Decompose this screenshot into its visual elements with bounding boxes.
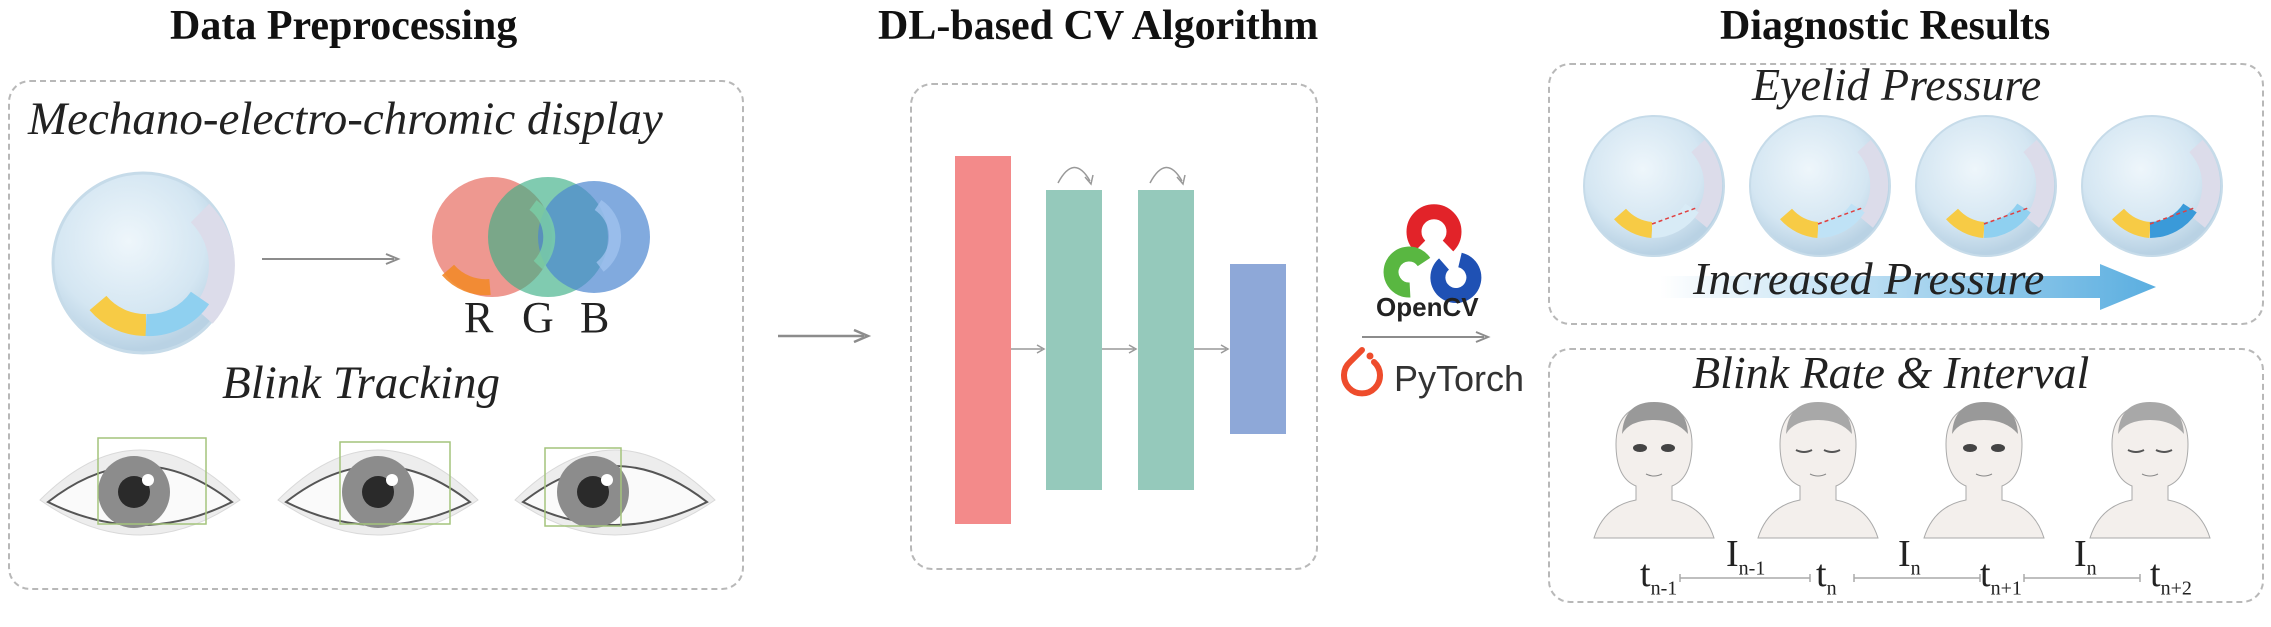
pressure-lenses [1583, 115, 2223, 257]
face-4 [2089, 402, 2211, 539]
blink-rate-label: Blink Rate & Interval [1692, 347, 2090, 398]
pressure-lens-4 [2081, 115, 2223, 257]
face-3 [1923, 402, 2045, 539]
pytorch-logo-icon [1341, 347, 1383, 397]
title-dl-cv-algorithm: DL-based CV Algorithm [878, 3, 1319, 49]
hidden-block-2 [1138, 190, 1194, 490]
eye-image-2 [277, 441, 479, 536]
pressure-panel [1548, 63, 2264, 325]
timeline-lines [1679, 574, 2141, 582]
increased-pressure-label: Increased Pressure [1693, 253, 2045, 304]
rgb-channel-circles [432, 177, 650, 297]
output-block [1230, 264, 1286, 434]
pressure-lens-2 [1749, 115, 1891, 257]
contact-lens-display [51, 171, 235, 355]
interval-label-3: In [2074, 533, 2097, 580]
face-2 [1757, 402, 1879, 539]
algorithm-panel [910, 83, 1318, 570]
eyelid-pressure-label: Eyelid Pressure [1752, 59, 2042, 110]
arrow-to-results [1362, 331, 1491, 343]
channel-label-g: G [522, 293, 554, 342]
pressure-lens-1 [1583, 115, 1725, 257]
interval-label-2: In [1898, 533, 1921, 580]
preprocessing-panel [8, 80, 744, 590]
input-block [955, 156, 1011, 524]
hidden-block-1 [1046, 190, 1102, 490]
arrow-to-algorithm [778, 328, 872, 344]
title-data-preprocessing: Data Preprocessing [170, 3, 518, 49]
channel-label-b: B [580, 293, 610, 342]
time-label-2: tn [1816, 553, 1837, 600]
time-label-1: tn-1 [1640, 553, 1678, 600]
eye-image-1 [39, 437, 241, 536]
arrow-to-rgb [262, 253, 401, 265]
title-diagnostic-results: Diagnostic Results [1720, 3, 2051, 49]
blink-tracking-label: Blink Tracking [222, 357, 501, 409]
interval-label-1: In-1 [1726, 533, 1766, 580]
display-label: Mechano-electro-chromic display [28, 93, 663, 145]
opencv-label: OpenCV [1376, 292, 1479, 322]
pytorch-label: PyTorch [1394, 358, 1525, 399]
pressure-lens-3 [1915, 115, 2057, 257]
blink-panel [1548, 348, 2264, 603]
network-diagram [955, 156, 1286, 524]
channel-label-r: R [464, 293, 494, 342]
eye-image-3 [514, 447, 716, 536]
increased-pressure-arrow [1660, 264, 2156, 310]
time-label-4: tn+2 [2150, 553, 2192, 600]
face-1 [1593, 402, 1715, 539]
opencv-logo-icon [1383, 204, 1482, 303]
time-label-3: tn+1 [1980, 553, 2022, 600]
